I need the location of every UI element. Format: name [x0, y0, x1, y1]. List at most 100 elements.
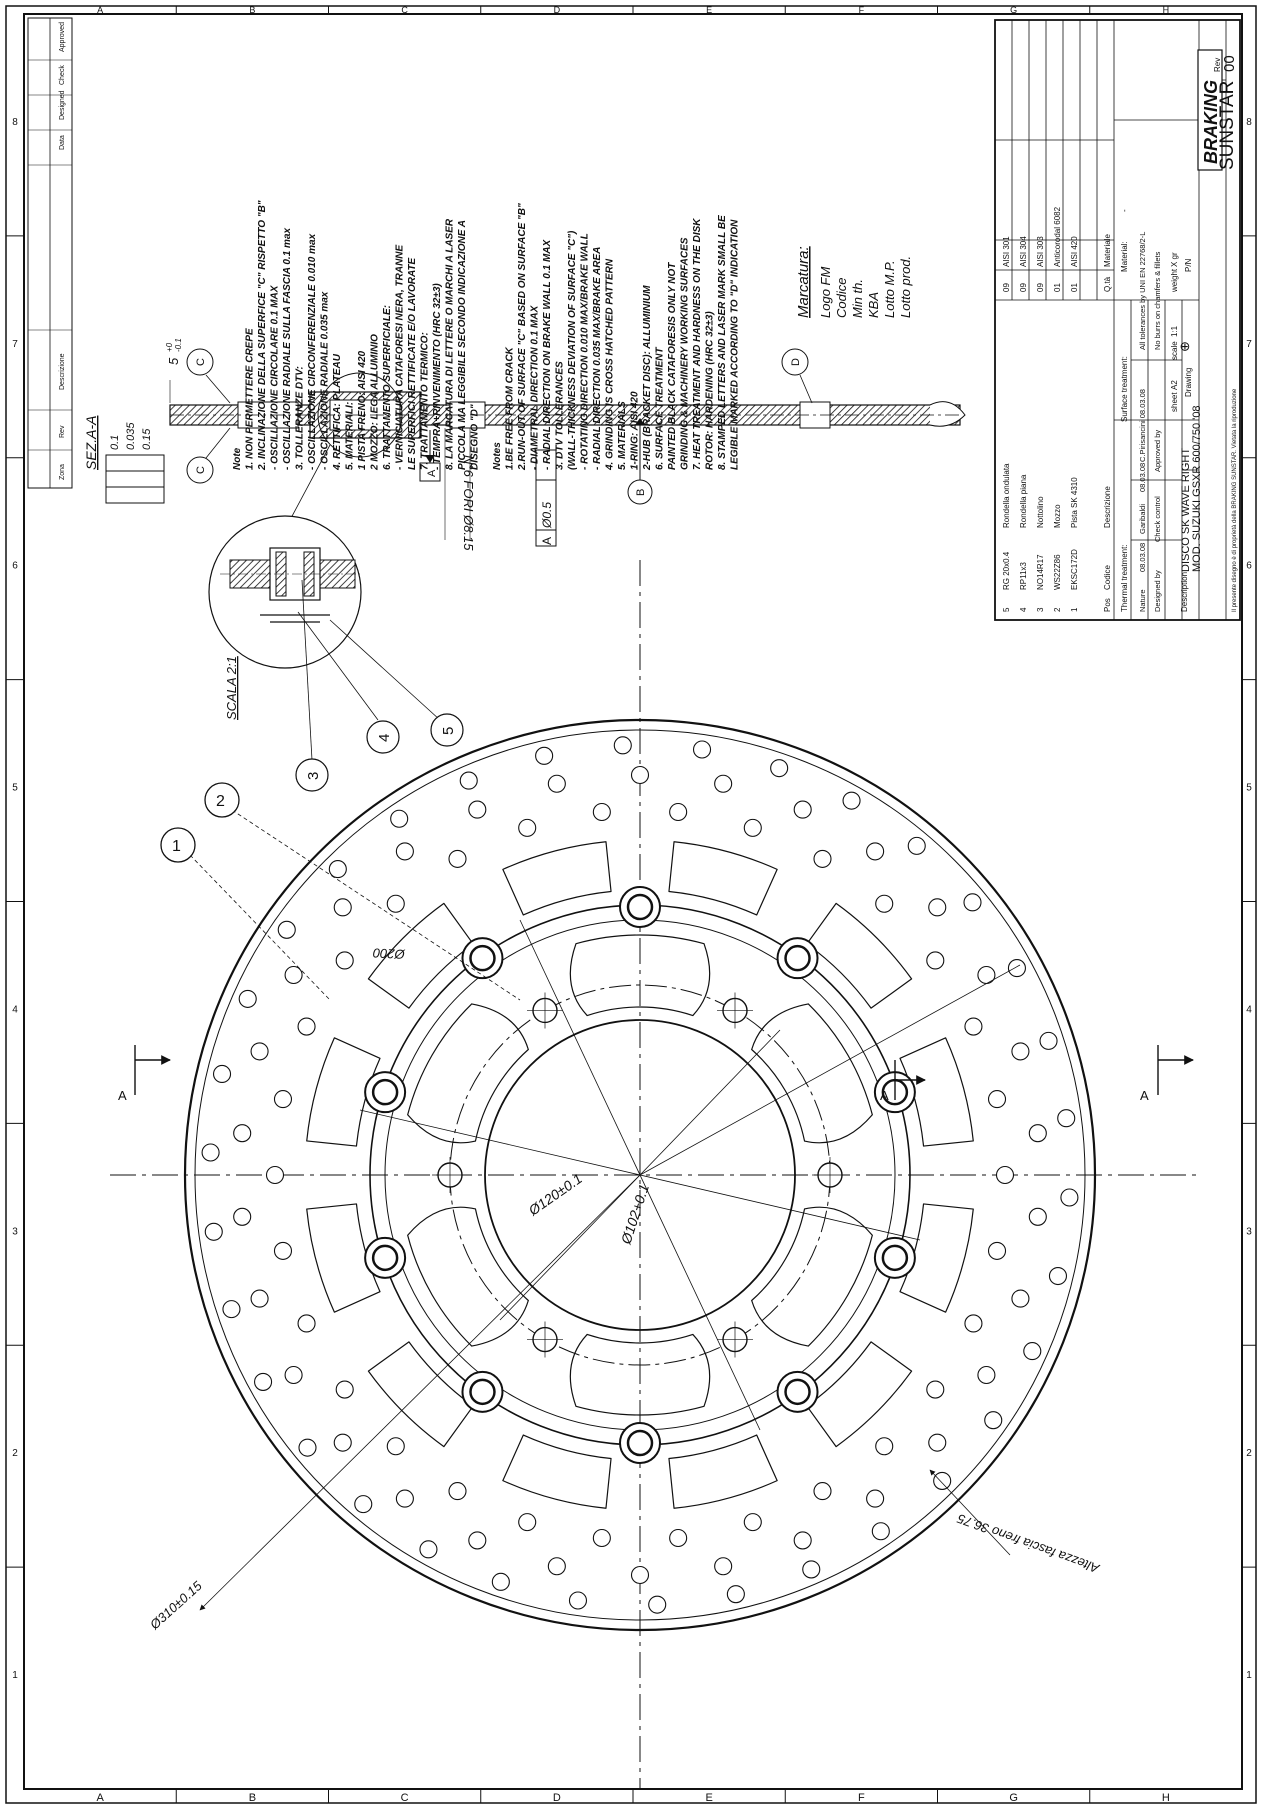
scale-value: 1:1 — [1170, 325, 1179, 337]
gdt-frames: 0.1 0.035 0.15 Ø0.5 A — [105, 422, 557, 547]
drilled-hole — [964, 1314, 983, 1333]
drilled-hole — [459, 771, 478, 790]
bom-cell: 1 — [1070, 607, 1079, 612]
drilled-hole — [212, 1064, 232, 1084]
drilled-hole — [1048, 1266, 1068, 1286]
grid-number-left-6: 6 — [12, 561, 18, 572]
drilled-hole — [333, 898, 352, 917]
grid-number-left-8: 8 — [12, 117, 18, 128]
drilled-hole — [875, 1437, 894, 1456]
bom-cell: 5 — [1002, 607, 1011, 612]
drilled-hole — [491, 1572, 510, 1591]
detail-scale-label: SCALA 2:1 — [224, 656, 239, 720]
drilled-hole — [964, 1017, 983, 1036]
note-line: 1. NON PERMETTERE CREPE — [245, 328, 256, 470]
grid-number-right-8: 8 — [1246, 117, 1252, 128]
thickness-value: 5 — [166, 357, 181, 365]
gdt-runout: 0.15 — [141, 428, 153, 450]
thickness-tol-upper: +0 — [165, 342, 174, 352]
bom-cell: Mozzo — [1053, 504, 1062, 528]
section-title: SEZ.A-A — [83, 416, 99, 470]
grid-letter-top-F: F — [859, 5, 865, 15]
drilled-hole — [1011, 1042, 1030, 1061]
balloon-5: 5 — [430, 713, 464, 747]
revision-block: Zona Rev Descrizione Data Designed Check… — [27, 17, 73, 489]
drilled-hole — [669, 1528, 688, 1548]
drilled-hole — [630, 1565, 650, 1585]
drilled-hole — [714, 1557, 733, 1576]
svg-text:4: 4 — [376, 734, 393, 742]
note-line: 7. TRATTAMENTO TERMICO: — [420, 332, 431, 470]
drilled-hole — [277, 920, 296, 939]
drilled-hole — [1057, 1109, 1076, 1128]
rev-value: 00 — [1221, 55, 1238, 72]
note-line: 2. INCLINAZIONE DELLA SUPERFICE "C" RISP… — [257, 200, 268, 471]
drilled-hole — [669, 802, 688, 822]
bom-cell: Rondella piana — [1019, 474, 1028, 528]
dim-brake-band: Altezza fascia freno 36.75 — [955, 1511, 1102, 1577]
drilled-hole — [866, 842, 885, 861]
note-line: - OSCILLAZIONE RADIALE SULLA FASCIA 0.1 … — [282, 228, 293, 470]
dim-d200: Ø200 — [372, 945, 406, 962]
note-line: LEGIBLE MARKED ACCORDING TO "D" INDICATI… — [730, 219, 741, 470]
bom-cell: NO14R17 — [1036, 554, 1045, 590]
drilled-hole — [592, 1528, 611, 1548]
drilled-hole — [714, 774, 733, 793]
note-line: DISEGNO "D" — [470, 404, 481, 470]
grid-letter-top-G: G — [1010, 5, 1017, 15]
rev-header-approved: Approved — [59, 22, 66, 52]
drilled-hole — [926, 1380, 945, 1399]
bom-cell: WS22Z86 — [1053, 554, 1062, 590]
drawing-label: Drawing — [1184, 368, 1193, 397]
drilled-hole — [468, 800, 487, 819]
drilled-hole — [518, 1513, 537, 1532]
grid-letter-bottom-A: A — [96, 1792, 104, 1804]
drilled-hole — [770, 759, 789, 778]
grid-number-left-4: 4 — [12, 1004, 18, 1015]
bom-cell: 01 — [1053, 283, 1062, 292]
drilled-hole — [568, 1591, 588, 1610]
grid-number-right-7: 7 — [1246, 339, 1252, 350]
drilled-hole — [284, 965, 303, 985]
rev-header-descr: Descrizione — [59, 353, 66, 390]
drilled-hole — [984, 1411, 1003, 1430]
grid-number-left-5: 5 — [12, 783, 18, 794]
scale-label: scale — [1170, 341, 1179, 360]
grid-letter-top-D: D — [554, 5, 561, 15]
drilled-hole — [386, 894, 405, 913]
grid-letter-top-H: H — [1163, 5, 1170, 15]
drilled-hole — [284, 1365, 303, 1385]
footer-note: Il presente disegno è di proprietà della… — [1232, 388, 1238, 612]
grid-number-right-5: 5 — [1246, 783, 1252, 794]
marker-d: D — [781, 348, 813, 404]
grid-letter-top-B: B — [249, 5, 255, 15]
sheet-size: A2 — [1170, 380, 1179, 390]
grid-letter-bottom-E: E — [705, 1792, 712, 1804]
rotor-slot — [502, 1434, 612, 1509]
note-line: 4. GRINDING IS CROSS HATCHED PATTERN — [605, 258, 616, 471]
drilled-hole — [871, 1522, 890, 1541]
thermal-label: Thermal treatment: — [1120, 544, 1129, 612]
drilled-hole — [743, 1513, 762, 1532]
drilled-hole — [630, 765, 650, 785]
grid-number-left-3: 3 — [12, 1226, 18, 1237]
svg-text:D: D — [790, 358, 802, 366]
drilled-hole — [250, 1042, 269, 1061]
hub-cutout — [750, 1003, 873, 1144]
drilled-hole — [928, 1433, 947, 1452]
drilled-holes — [201, 736, 1079, 1614]
drilled-hole — [907, 836, 926, 855]
note-line: 4. RETTIFICA: PLATEAU — [332, 353, 343, 471]
bom-cell: 01 — [1070, 283, 1079, 292]
note-line: 8. LA MARCATURA DI LETTERE O MARCHI A LA… — [445, 218, 456, 470]
drilled-hole — [648, 1595, 667, 1614]
drilled-hole — [335, 1380, 354, 1399]
drilled-hole — [963, 893, 982, 912]
drilled-hole — [335, 951, 354, 970]
drilled-hole — [265, 1165, 285, 1185]
bom-cell: AISI 301 — [1002, 236, 1011, 267]
datum-a-box: A — [426, 469, 438, 477]
grid-letter-bottom-F: F — [858, 1792, 865, 1804]
grid-letter-top-A: A — [97, 5, 103, 15]
